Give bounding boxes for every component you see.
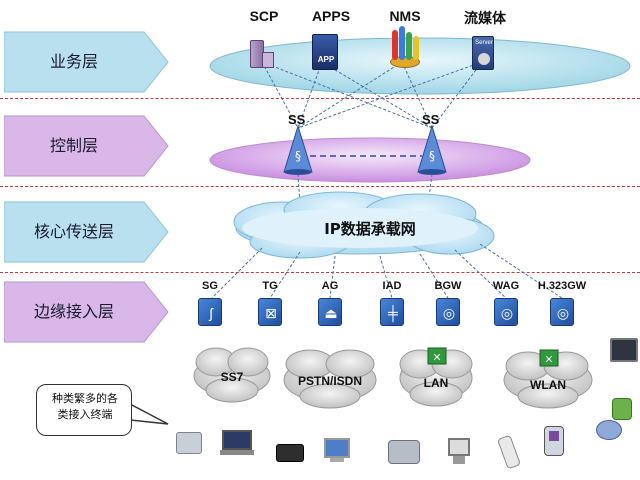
- layer-service: 业务层: [4, 30, 169, 94]
- service-node-label-nms: NMS: [389, 8, 421, 24]
- ss-label-2: SS: [422, 112, 440, 127]
- device-label-iad: IAD: [382, 280, 402, 292]
- database-stack-icon: [388, 26, 422, 70]
- layer-control: 控制层: [4, 114, 169, 178]
- device-label-sg: SG: [202, 280, 218, 292]
- service-links: [261, 61, 483, 129]
- desk-phone-icon: [176, 432, 202, 454]
- monitor-icon: [324, 438, 350, 466]
- ss7-cloud: [193, 347, 271, 403]
- ss-cone-icon-1: §: [283, 124, 313, 175]
- server-icon: Server: [472, 36, 494, 70]
- ag-gateway-icon: ⏏: [318, 298, 342, 326]
- access-links: [211, 243, 563, 299]
- service-node-label-scp: SCP: [249, 8, 279, 24]
- video-phone-icon: [388, 440, 420, 464]
- network-label-ss7: SS7: [220, 370, 244, 384]
- layer-access: 边缘接入层: [4, 280, 169, 344]
- divider-1: [0, 98, 640, 99]
- bgw-gateway-icon: ◎: [436, 298, 460, 326]
- device-label-ag: AG: [321, 280, 339, 292]
- network-label-pstn: PSTN/ISDN: [297, 374, 362, 388]
- ss-cone-icon-2: §: [417, 124, 447, 175]
- laptop-icon: [220, 430, 254, 458]
- service-node-label-apps: APPS: [311, 8, 351, 24]
- wlan-cloud: [503, 351, 593, 409]
- core-network-label: IP数据承载网: [324, 220, 416, 238]
- h323-gateway-icon: ◎: [550, 298, 574, 326]
- iad-gateway-icon: ╪: [380, 298, 404, 326]
- device-label-wag: WAG: [492, 280, 520, 292]
- svg-text:§: §: [429, 149, 435, 163]
- layer-label-access: 边缘接入层: [33, 302, 114, 321]
- device-label-bgw: BGW: [434, 280, 462, 292]
- layer-label-core: 核心传送层: [33, 222, 114, 241]
- app-box-icon: APP: [312, 34, 338, 70]
- control-disc: [209, 137, 531, 183]
- wag-gateway-icon: ◎: [494, 298, 518, 326]
- layer-label-service: 业务层: [49, 52, 98, 71]
- sg-gateway-icon: ʃ: [198, 298, 222, 326]
- divider-2: [0, 186, 640, 187]
- server-tower-icon: [248, 40, 274, 70]
- layer-label-control: 控制层: [49, 136, 98, 155]
- callout-line-1: 种类繁多的各: [52, 392, 118, 405]
- callout-line-2: 类接入终端: [57, 408, 113, 421]
- divider-3: [0, 272, 640, 273]
- web-camera-icon: [596, 420, 622, 440]
- svg-text:✕: ✕: [544, 353, 553, 366]
- lan-switch-icon: ✕: [427, 347, 447, 365]
- server-badge: Server: [475, 40, 493, 46]
- app-badge: APP: [317, 55, 335, 64]
- pda-icon: [276, 444, 304, 462]
- tg-gateway-icon: ⊠: [258, 298, 282, 326]
- ss-label-1: SS: [288, 112, 306, 127]
- mobile-phone-icon: [544, 426, 564, 456]
- svg-text:✕: ✕: [432, 351, 441, 364]
- pstn-cloud: [283, 349, 377, 409]
- callout-text: 种类繁多的各 类接入终端: [41, 391, 129, 423]
- network-label-wlan: WLAN: [530, 378, 566, 392]
- wlan-switch-icon: ✕: [539, 349, 559, 367]
- service-node-label-media: 流媒体: [464, 11, 506, 27]
- svg-text:§: §: [295, 149, 301, 163]
- tv-terminal-icon: [610, 338, 638, 362]
- network-label-lan: LAN: [423, 376, 449, 390]
- device-label-tg: TG: [262, 280, 278, 292]
- callout-pointer: [129, 402, 169, 425]
- device-label-h323gw: H.323GW: [537, 280, 587, 292]
- terminal-callout: 种类繁多的各 类接入终端: [36, 384, 132, 436]
- game-device-icon: [612, 398, 632, 420]
- layer-core: 核心传送层: [4, 200, 169, 264]
- desktop-pc-icon: [448, 438, 470, 468]
